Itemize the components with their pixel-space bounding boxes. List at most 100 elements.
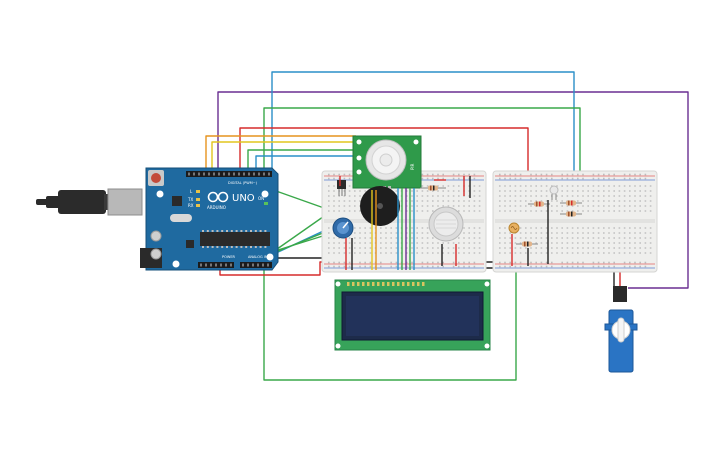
breadboard-hole: [566, 252, 569, 254]
piezo-buzzer[interactable]: [360, 186, 400, 226]
breadboard-hole: [608, 195, 610, 197]
breadboard-hole: [530, 195, 532, 197]
breadboard-hole: [582, 195, 584, 197]
rail-hole: [561, 261, 563, 264]
breadboard-hole: [540, 200, 543, 202]
photoresistor[interactable]: [508, 222, 520, 234]
temperature-sensor[interactable]: [337, 180, 346, 196]
chip-pin: [216, 230, 219, 232]
breadboard-hole: [406, 205, 408, 207]
reset-button[interactable]: [148, 170, 164, 186]
breadboard-hole: [328, 195, 330, 197]
lcd-display[interactable]: [334, 279, 491, 351]
header-pin: [248, 172, 250, 176]
rail-hole: [566, 177, 569, 180]
breadboard-hole: [463, 252, 465, 254]
wire-blue-top[interactable]: [271, 71, 575, 210]
breadboard-hole: [416, 247, 418, 249]
breadboard-hole: [395, 227, 398, 229]
breadboard-hole: [629, 195, 631, 197]
lcd-pin: [397, 282, 400, 286]
rail-hole: [437, 265, 439, 268]
rail-hole: [509, 173, 511, 176]
breadboard-hole: [571, 185, 574, 187]
breadboard-hole: [582, 247, 584, 249]
jumper-wires[interactable]: [339, 176, 549, 270]
breadboard-hole: [639, 200, 641, 202]
breadboard-hole: [649, 200, 652, 202]
rail-hole: [499, 261, 501, 264]
breadboard-hole: [432, 252, 434, 254]
breadboard-hole: [473, 237, 476, 239]
breadboard-hole: [447, 252, 450, 254]
digital-pins: [188, 172, 270, 176]
led[interactable]: [549, 185, 559, 200]
breadboard-hole: [629, 247, 631, 249]
rail-hole: [452, 177, 455, 180]
breadboard-hole: [613, 210, 615, 212]
rail-hole: [514, 261, 517, 264]
analog-header[interactable]: [240, 262, 272, 268]
potentiometer[interactable]: [332, 217, 354, 239]
breadboard-hole: [328, 200, 330, 202]
rail-hole: [603, 177, 605, 180]
breadboard-hole: [603, 232, 605, 234]
wire-orange-pir[interactable]: [205, 135, 356, 172]
breadboard-hole: [426, 195, 429, 197]
gas-sensor[interactable]: [428, 206, 464, 242]
resistor[interactable]: [560, 211, 582, 217]
wire-green-top[interactable]: [263, 107, 581, 208]
breadboard-hole: [603, 210, 605, 212]
header-pin: [233, 172, 235, 176]
resistor[interactable]: [516, 241, 538, 247]
chip-pin: [202, 246, 204, 248]
label-rx: RX: [188, 203, 194, 208]
servo-motor[interactable]: [604, 286, 638, 373]
resistor[interactable]: [420, 185, 446, 191]
breadboard-hole: [634, 200, 636, 202]
led-tx: [196, 198, 200, 201]
pir-label: PIR: [410, 163, 415, 170]
wire-yellow-pir[interactable]: [211, 141, 356, 172]
breadboard-hole: [354, 210, 356, 212]
breadboard-right[interactable]: [492, 170, 658, 273]
chip-pin: [221, 246, 224, 248]
breadboard-hole: [452, 205, 455, 207]
rail-hole: [499, 173, 501, 176]
bottom-pins: [200, 263, 269, 267]
breadboard-hole: [478, 205, 481, 207]
breadboard-hole: [468, 242, 470, 244]
breadboard-hole: [348, 185, 351, 187]
breadboard-hole: [545, 190, 548, 192]
rail-hole: [608, 177, 610, 180]
breadboard-hole: [649, 195, 652, 197]
arduino-uno-board[interactable]: L TX RX ON ARDUINO UNO DIGITAL (PWM~) PO…: [36, 167, 279, 271]
breadboard-hole: [338, 242, 340, 244]
pir-sensor[interactable]: PIR: [352, 135, 422, 192]
breadboard-hole: [571, 247, 574, 249]
wire-blue-pir[interactable]: [255, 155, 356, 172]
breadboard-hole: [416, 252, 418, 254]
rail-hole: [328, 177, 330, 180]
breadboard-hole: [649, 247, 652, 249]
wire-purple-servo[interactable]: [217, 91, 689, 289]
breadboard-hole: [354, 252, 356, 254]
wire-red-top[interactable]: [239, 127, 529, 200]
resistor[interactable]: [560, 200, 582, 206]
breadboard-hole: [566, 205, 569, 207]
breadboard-hole: [421, 210, 424, 212]
usb-cable[interactable]: [36, 188, 143, 216]
lcd-pin: [382, 282, 385, 286]
resistor[interactable]: [528, 201, 550, 207]
breadboard-hole: [338, 210, 340, 212]
breadboard-hole: [571, 232, 574, 234]
wire-green-bottom[interactable]: [263, 262, 517, 381]
breadboard-hole: [364, 190, 366, 192]
wire-green-pir[interactable]: [247, 149, 356, 172]
rail-hole: [551, 177, 553, 180]
breadboard-hole: [525, 190, 527, 192]
rail-hole: [426, 261, 429, 264]
wire-green-a0[interactable]: [269, 211, 331, 255]
resistors[interactable]: [420, 185, 582, 247]
